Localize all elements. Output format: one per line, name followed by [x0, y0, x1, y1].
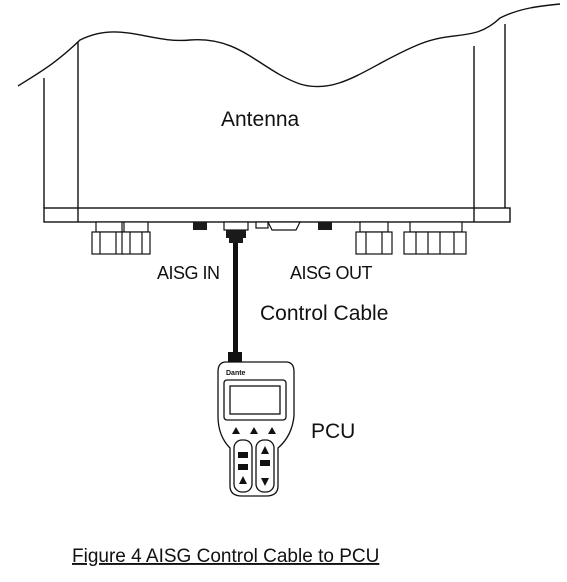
antenna-base-plate — [43, 207, 511, 223]
pcu-screen — [229, 385, 281, 415]
aisg-out-connector — [318, 222, 332, 230]
control-cable — [228, 243, 242, 362]
figure-caption: Figure 4 AISG Control Cable to PCU — [72, 546, 379, 567]
pcu-label: PCU — [311, 420, 355, 443]
pcu-indicator-leds — [232, 427, 276, 434]
pcu-device — [217, 361, 295, 497]
aisg-in-connector — [193, 221, 249, 243]
aisg-in-label: AISG IN — [157, 263, 220, 283]
antenna-top-edge — [17, 3, 561, 88]
control-cable-label: Control Cable — [260, 302, 388, 325]
pcu-brand-text: Dante — [226, 370, 246, 377]
center-connector — [255, 221, 301, 231]
antenna-label: Antenna — [221, 108, 300, 131]
aisg-out-label: AISG OUT — [290, 263, 373, 283]
right-rf-connectors — [355, 221, 467, 255]
left-rf-connectors — [91, 221, 151, 255]
